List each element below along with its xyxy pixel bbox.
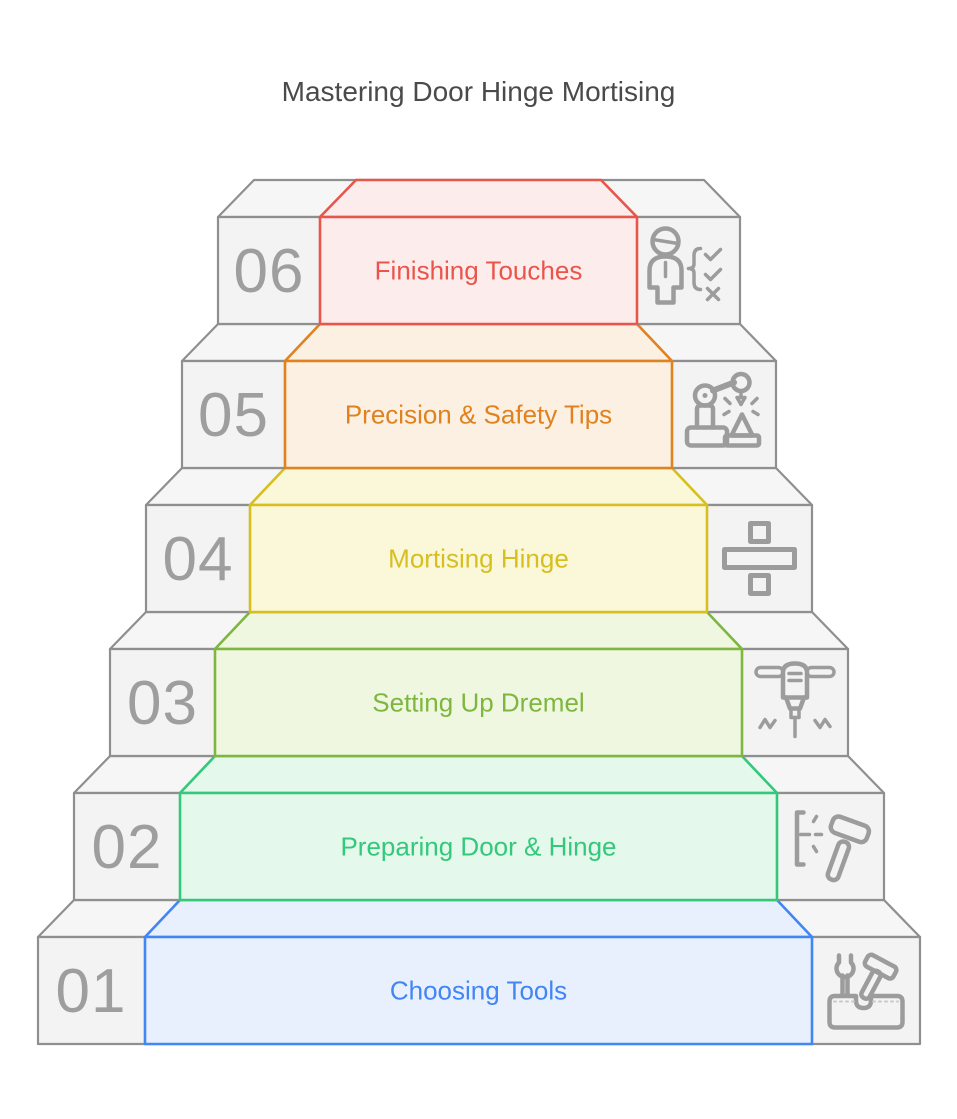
step-label: Mortising Hinge [388, 544, 569, 574]
step-number: 01 [56, 957, 127, 1026]
step-number: 02 [92, 813, 163, 882]
band-front-face [318, 215, 639, 326]
band-front-face [248, 503, 709, 614]
band-top-face [178, 754, 779, 795]
band-top-face [143, 898, 814, 939]
step-06: 06 Finishing Touches [216, 178, 742, 326]
toolbox-icon [827, 952, 905, 1030]
band-top-face [318, 178, 639, 219]
step-04: 04 Mortising Hinge [144, 466, 814, 614]
step-number: 05 [198, 381, 269, 450]
step-number: 03 [127, 669, 198, 738]
band-front-face [283, 359, 674, 470]
band-front-face [178, 791, 779, 902]
step-03: 03 Setting Up Dremel [108, 610, 850, 758]
step-05: 05 Precision & Safety Tips [180, 322, 778, 470]
band-top-face [283, 322, 674, 363]
step-number: 06 [234, 237, 305, 306]
jackhammer-icon [754, 661, 836, 739]
band-top-face [213, 610, 744, 651]
band-front-face [143, 935, 814, 1046]
step-label: Choosing Tools [390, 976, 567, 1006]
band-top-face [248, 466, 709, 507]
step-label: Finishing Touches [375, 256, 583, 286]
step-label: Precision & Safety Tips [345, 400, 612, 430]
robot-arm-icon [684, 371, 762, 448]
step-01: 01 Choosing Tools [36, 898, 922, 1046]
band-front-face [213, 647, 744, 758]
person-checklist-icon [647, 226, 723, 305]
division-icon [722, 521, 797, 596]
page-title: Mastering Door Hinge Mortising [282, 76, 676, 107]
step-label: Preparing Door & Hinge [340, 832, 616, 862]
step-02: 02 Preparing Door & Hinge [72, 754, 886, 902]
step-label: Setting Up Dremel [372, 688, 584, 718]
step-number: 04 [163, 525, 234, 594]
door-frame-hammer-icon [794, 810, 872, 883]
